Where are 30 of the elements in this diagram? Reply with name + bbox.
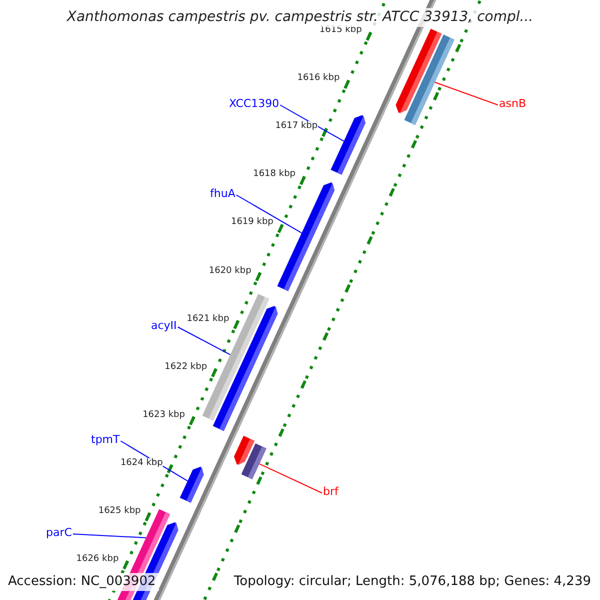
gene-block bbox=[180, 466, 204, 503]
leader-line bbox=[280, 104, 344, 142]
gene-label: XCC1390 bbox=[229, 97, 280, 111]
gene-label: tpmT bbox=[91, 433, 120, 447]
tick-label: 1623 kbp bbox=[142, 410, 185, 420]
gene-block bbox=[241, 443, 266, 480]
leader-line bbox=[236, 194, 302, 234]
leader-line bbox=[258, 463, 322, 494]
leader-line bbox=[72, 534, 147, 538]
gene-block bbox=[330, 115, 366, 175]
tick-label: 1620 kbp bbox=[208, 266, 252, 276]
tick-label: 1617 kbp bbox=[275, 121, 318, 132]
tick-label: 1626 kbp bbox=[76, 554, 119, 565]
gene-block bbox=[404, 34, 454, 125]
tick-label: 1621 kbp bbox=[186, 314, 230, 324]
leader-line bbox=[434, 82, 498, 106]
tick-label: 1625 kbp bbox=[98, 506, 141, 517]
tick-label: 1618 kbp bbox=[253, 169, 296, 180]
tick-label: 1622 kbp bbox=[164, 362, 208, 372]
gene-label: asnB bbox=[499, 97, 526, 111]
tick-label: 1619 kbp bbox=[230, 217, 274, 228]
gene-label: brf bbox=[323, 485, 338, 499]
gene-label: parC bbox=[46, 526, 72, 540]
gene-label: acyII bbox=[151, 319, 177, 333]
leader-line bbox=[177, 326, 231, 356]
gene-block bbox=[277, 182, 334, 292]
gene-label: fhuA bbox=[210, 187, 236, 201]
tick-label: 1624 kbp bbox=[120, 458, 163, 469]
info-text: Accession: NC_003902 bbox=[5, 573, 159, 591]
tick-label: 1616 kbp bbox=[297, 73, 340, 84]
